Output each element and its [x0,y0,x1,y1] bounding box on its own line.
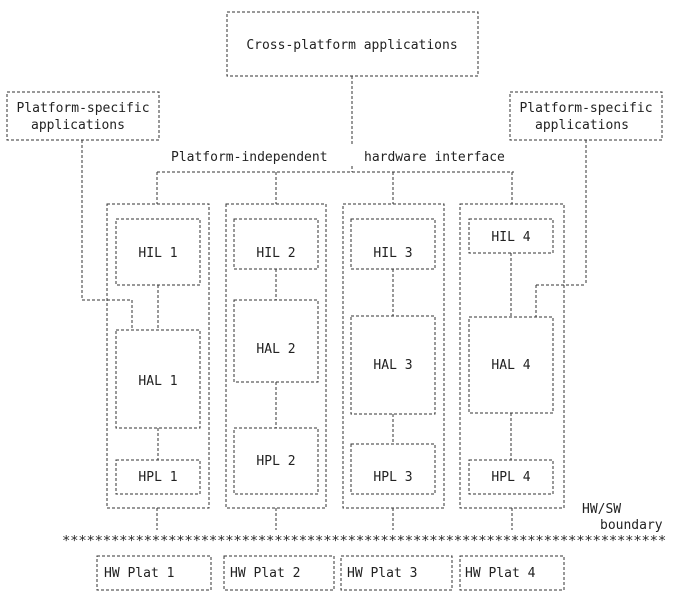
hal-1-label: HAL 1 [138,374,177,389]
platform-specific-left-box: Platform-specific applications [6,91,160,141]
hpl-2-box [233,427,319,495]
hw-plat-3-box [340,555,453,591]
hw-plat-4-box [459,555,565,591]
hwsw-label-line1: HW/SW [582,502,621,517]
hil-2-box [233,218,319,270]
hal-2-label: HAL 2 [256,342,295,357]
hil-1-label: HIL 1 [138,246,177,261]
hal-4-label: HAL 4 [491,358,530,373]
hpl-2-label: HPL 2 [256,454,295,469]
hwsw-label-line2: boundary [600,518,663,533]
hpl-1-label: HPL 1 [138,470,177,485]
hil-3-box [350,218,436,270]
interface-label-right: hardware interface [364,150,505,165]
platform-specific-right-line2: applications [535,118,629,133]
hpl-4-label: HPL 4 [491,470,530,485]
hal-1-box [115,329,201,429]
interface-label-left: Platform-independent [171,150,328,165]
hil-4-label: HIL 4 [491,230,530,245]
column-4: HIL 4 HAL 4 HPL 4 [459,203,565,509]
hw-plat-3-label: HW Plat 3 [347,566,417,581]
hal-3-label: HAL 3 [373,358,412,373]
hpl-4-box [468,459,554,495]
column-1: HIL 1 HAL 1 HPL 1 [106,203,210,509]
hw-plat-1-label: HW Plat 1 [104,566,174,581]
hw-plat-2-box [223,555,335,591]
hw-plat-2-label: HW Plat 2 [230,566,300,581]
hal-3-box [350,315,436,415]
hil-2-label: HIL 2 [256,246,295,261]
hw-plat-4-label: HW Plat 4 [465,566,536,581]
hil-3-label: HIL 3 [373,246,412,261]
platform-specific-left-line1: Platform-specific [16,101,149,116]
cross-platform-label: Cross-platform applications [246,38,457,53]
hwsw-boundary-line: ****************************************… [62,534,666,549]
platform-specific-right-box: Platform-specific applications [509,91,663,141]
hpl-3-label: HPL 3 [373,470,412,485]
connectors [81,76,587,530]
hw-platforms: HW Plat 1 HW Plat 2 HW Plat 3 HW Plat 4 [96,555,565,591]
hpl-3-box [350,443,436,495]
platform-specific-right-line1: Platform-specific [519,101,652,116]
hpl-1-box [115,459,201,495]
cross-platform-applications-box: Cross-platform applications [226,11,479,77]
hal-2-box [233,299,319,383]
platform-specific-left-line2: applications [31,118,125,133]
column-2: HIL 2 HAL 2 HPL 2 [225,203,327,509]
column-3: HIL 3 HAL 3 HPL 3 [342,203,445,509]
